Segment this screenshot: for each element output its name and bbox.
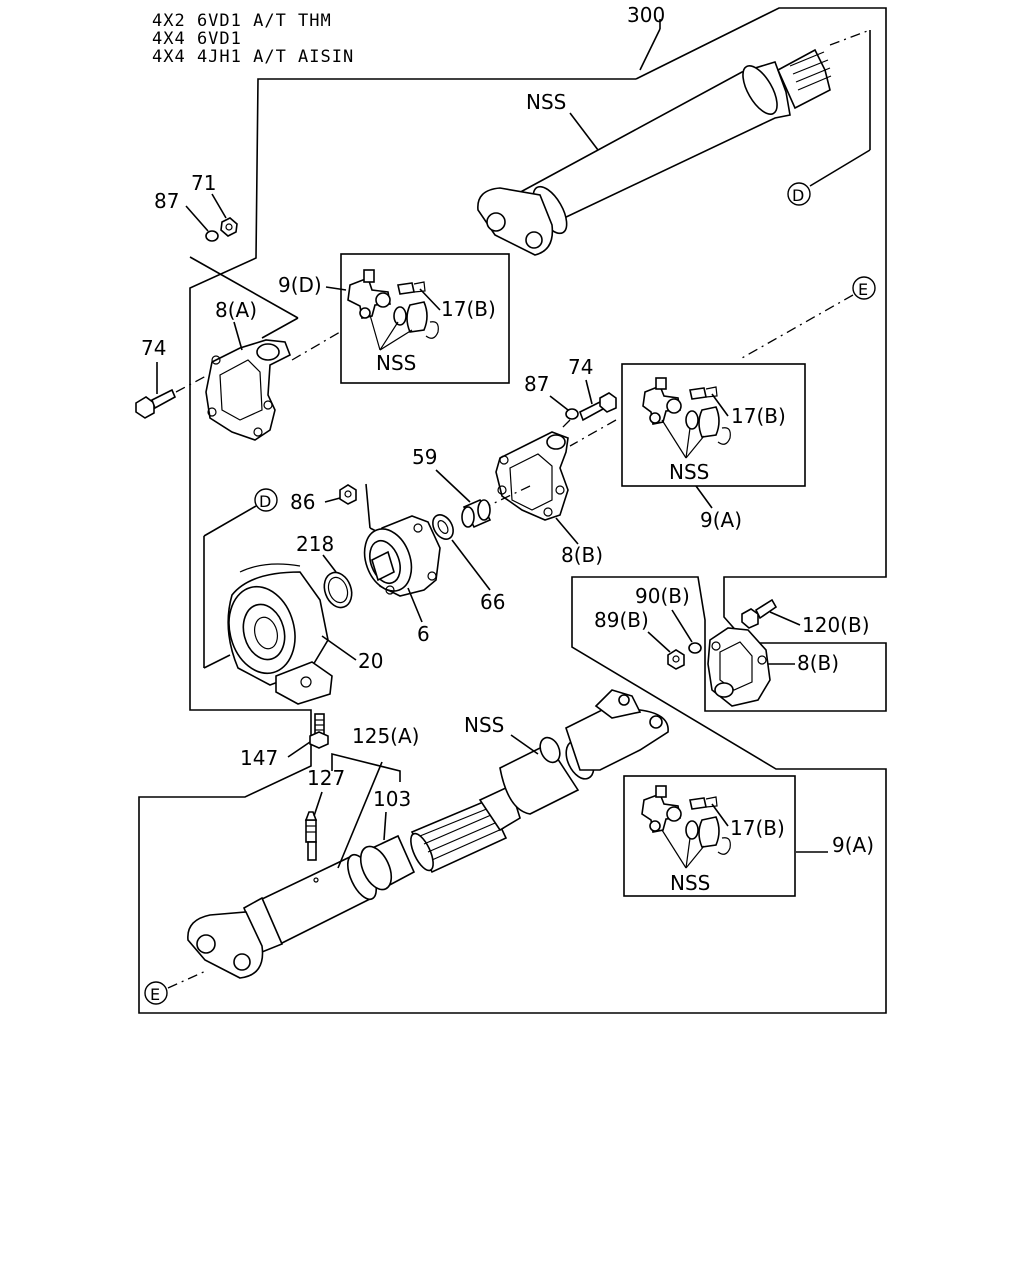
ref-circle-e-top [852,276,876,300]
label-9a-2: 9(A) [832,833,874,857]
group-frame-lines [138,7,887,1014]
ref-d-top: D [792,186,804,205]
label-6: 6 [417,622,430,646]
nut-86 [339,484,357,505]
washer-87-mid [565,408,579,420]
label-17b-2: 17(B) [731,404,786,428]
label-86: 86 [290,490,315,514]
rear-propeller-shaft-125a [187,853,378,979]
center-bearing-20 [227,563,333,705]
label-87-mid: 87 [524,372,549,396]
ref-d-mid: D [259,492,271,511]
label-17b-3: 17(B) [730,816,785,840]
header-line-3: 4X4 4JH1 A/T AISIN [152,47,354,67]
label-66: 66 [480,590,505,614]
header-line-1: 4X2 6VD1 A/T THM [152,11,332,31]
label-nss-shaft-top: NSS [526,90,566,114]
ref-circle-e-bottom [144,981,168,1005]
label-nss-kit-2: NSS [669,460,709,484]
front-propeller-shaft-300 [477,29,871,256]
bolt-74-left [135,374,209,419]
label-218: 218 [296,532,334,556]
label-74-mid: 74 [568,355,593,379]
label-300: 300 [627,3,665,27]
bolt-120b [741,598,778,629]
ref-circle-d-top [787,182,811,206]
ref-e-bottom: E [150,985,160,1004]
nut-89b [667,649,685,670]
label-9a-1: 9(A) [700,508,742,532]
washer-87-top [205,230,219,242]
label-127: 127 [307,766,345,790]
nut-71 [220,217,238,237]
label-147: 147 [240,746,278,770]
bolt-147 [309,713,329,749]
grease-fitting-127 [304,811,318,861]
label-8b-1: 8(B) [561,543,603,567]
spacer-59 [461,498,492,529]
ref-e-top: E [858,280,868,299]
label-120b: 120(B) [802,613,870,637]
label-20: 20 [358,649,383,673]
label-74-left: 74 [141,336,166,360]
label-125a: 125(A) [352,724,419,748]
label-nss-shaft-bottom: NSS [464,713,504,737]
snap-ring-218 [323,571,353,609]
universal-joint-kit-9a-upper [621,363,806,487]
universal-joint-kit-9a-lower [623,775,796,897]
label-17b-1: 17(B) [441,297,496,321]
washer-66 [432,514,454,540]
washer-90b [688,642,702,654]
label-nss-kit-3: NSS [670,871,710,895]
label-87-top: 87 [154,189,179,213]
label-59: 59 [412,445,437,469]
label-71: 71 [191,171,216,195]
label-8a: 8(A) [215,298,257,322]
ref-circle-d-mid [254,488,278,512]
flange-yoke-8b-right [707,627,771,707]
label-90b: 90(B) [635,584,690,608]
flange-yoke-8b-mid [495,431,569,521]
slip-yoke-shaft [410,689,669,874]
header-line-2: 4X4 6VD1 [152,29,242,49]
label-9d: 9(D) [278,273,322,297]
label-89b: 89(B) [594,608,649,632]
model-applicability-header: 4X2 6VD1 A/T THM 4X4 6VD1 4X4 4JH1 A/T A… [152,11,354,67]
label-nss-kit-1: NSS [376,351,416,375]
label-8b-2: 8(B) [797,651,839,675]
label-103: 103 [373,787,411,811]
flange-yoke-8a [205,339,292,441]
dust-boot-103 [359,834,416,891]
universal-joint-kit-9d [340,253,510,384]
bolt-74-mid [578,392,617,422]
bearing-flange-6 [363,515,441,597]
